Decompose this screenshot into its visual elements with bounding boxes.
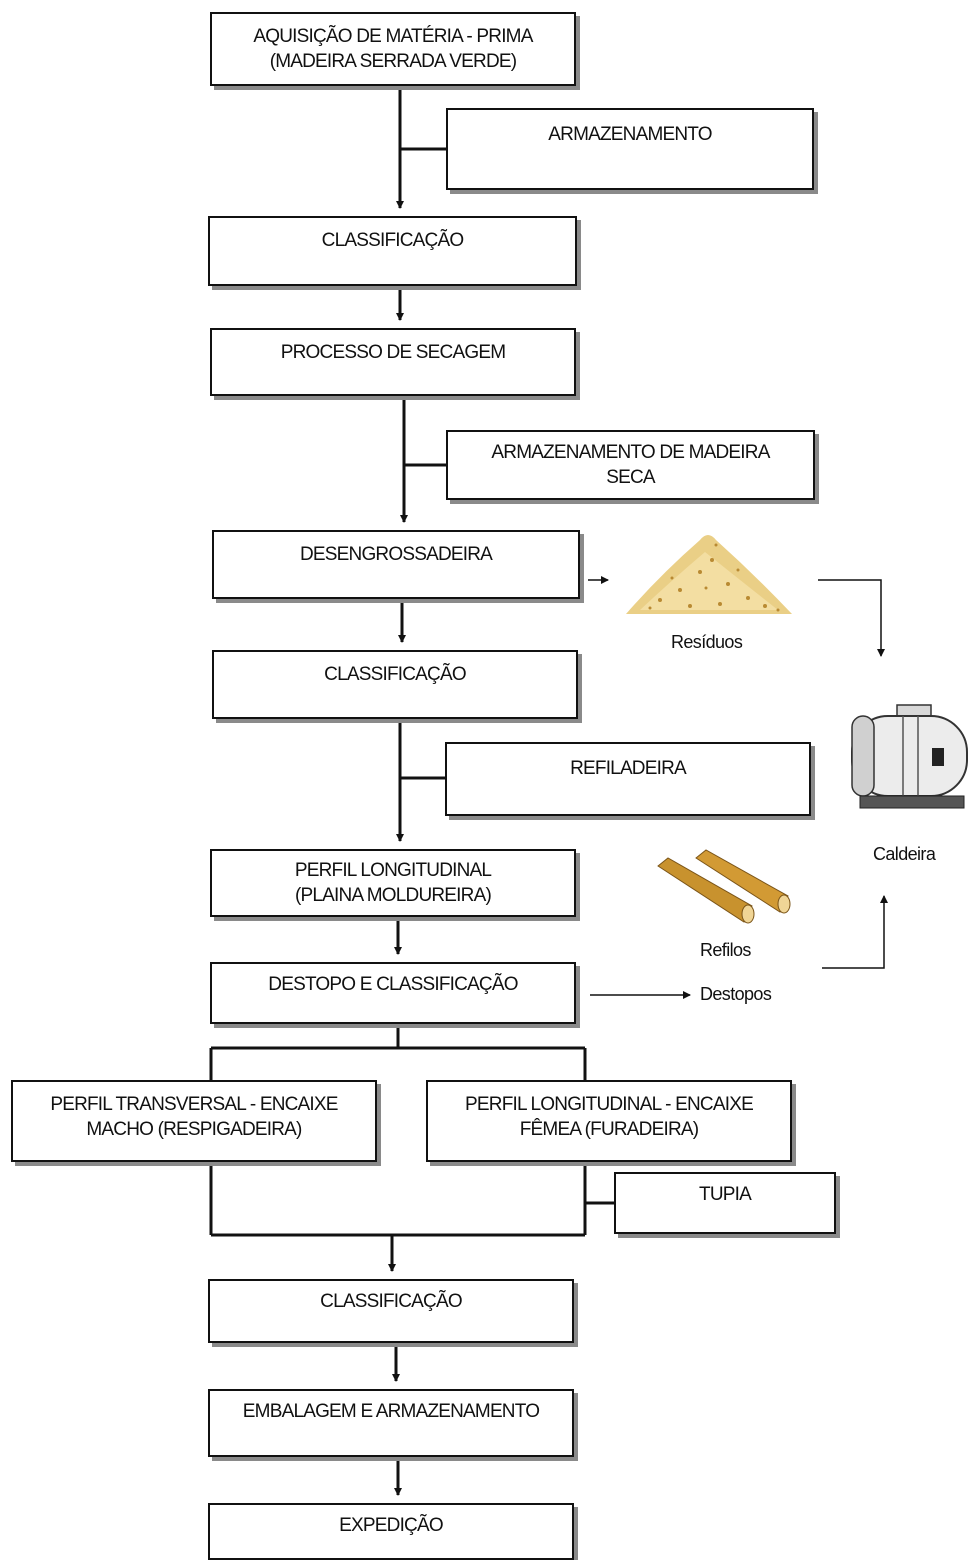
step-armazenamento-seca: ARMAZENAMENTO DE MADEIRA SECA <box>446 430 815 500</box>
step-secagem: PROCESSO DE SECAGEM <box>210 328 576 396</box>
step-perfil-transversal: PERFIL TRANSVERSAL - ENCAIXE MACHO (RESP… <box>11 1080 377 1162</box>
label-destopos: Destopos <box>700 984 772 1004</box>
step-desengrossadeira: DESENGROSSADEIRA <box>212 530 580 599</box>
sawdust-pile-icon <box>626 535 792 614</box>
step-refiladeira: REFILADEIRA <box>445 742 811 816</box>
label-refilos: Refilos <box>700 940 751 960</box>
boiler-icon <box>851 704 968 809</box>
step-perfil-longitudinal-femea: PERFIL LONGITUDINAL - ENCAIXE FÊMEA (FUR… <box>426 1080 792 1162</box>
step-embalagem: EMBALAGEM E ARMAZENAMENTO <box>208 1389 574 1457</box>
wood-strips-icon <box>657 849 791 924</box>
label-residuos: Resíduos <box>671 632 743 652</box>
label-caldeira: Caldeira <box>873 844 936 864</box>
step-classificacao-1: CLASSIFICAÇÃO <box>208 216 577 286</box>
step-destopo: DESTOPO E CLASSIFICAÇÃO <box>210 962 576 1024</box>
step-tupia: TUPIA <box>614 1172 836 1234</box>
step-aquisicao: AQUISIÇÃO DE MATÉRIA - PRIMA (MADEIRA SE… <box>210 12 576 86</box>
step-classificacao-3: CLASSIFICAÇÃO <box>208 1279 574 1343</box>
step-armazenamento: ARMAZENAMENTO <box>446 108 814 190</box>
step-classificacao-2: CLASSIFICAÇÃO <box>212 650 578 719</box>
step-perfil-longitudinal: PERFIL LONGITUDINAL (PLAINA MOLDUREIRA) <box>210 849 576 917</box>
step-expedicao: EXPEDIÇÃO <box>208 1503 574 1560</box>
